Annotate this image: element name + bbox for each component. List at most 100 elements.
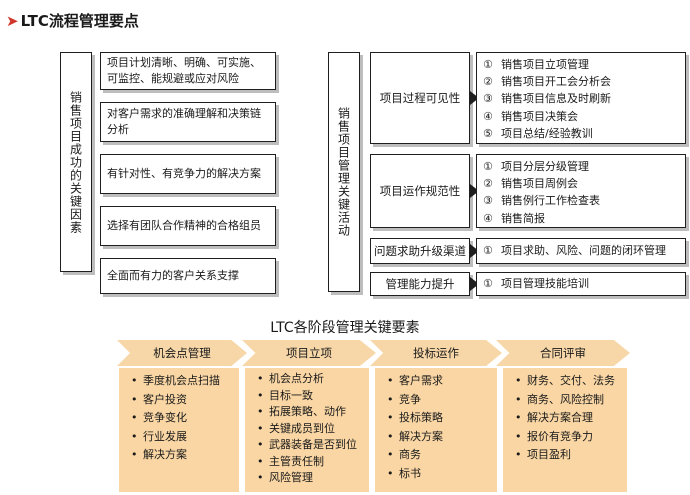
list-item: •客户投资 (131, 391, 233, 410)
category-label: 项目过程可见性 (379, 91, 461, 105)
circled-number: ① (483, 58, 493, 71)
list-item: • 财务、交付、法务 (515, 372, 621, 391)
success-factor-2: 对客户需求的准确理解和决策链分析 (100, 102, 276, 142)
bullet-icon: • (387, 466, 394, 480)
stage-column-bidding: •客户需求 •竞争 •投标策略 •解决方案 •商务 •标书 (375, 368, 497, 492)
list-item-text: 武器装备是否到位 (269, 438, 357, 451)
category-label: 项目运作规范性 (379, 184, 461, 198)
list-item: • 行业发展 (131, 428, 233, 447)
bullet-icon: • (515, 429, 522, 443)
list-item: •关键成员到位 (257, 421, 363, 438)
list-item: •竞争 (387, 391, 491, 410)
bullet-icon: • (515, 448, 522, 461)
list-item: •商务 (387, 446, 491, 465)
list-item: •解决方案 (131, 446, 233, 465)
category-standardization: 项目运作规范性 (370, 154, 470, 228)
list-item: • 解决方案合理 (515, 409, 621, 428)
list-item: •机会点分析 (257, 371, 363, 388)
stage-name: 项目立项 (286, 346, 332, 360)
list-item-text: 主管责任制 (269, 454, 324, 468)
success-factor-text: 选择有团队合作精神的合格组员 (107, 219, 261, 232)
list-item-text: 季度机会点扫描 (143, 374, 220, 387)
bullet-icon: • (131, 429, 138, 443)
bullet-icon: • (515, 374, 522, 387)
list-item: •目标一致 (257, 388, 363, 405)
list-item-text: 标书 (399, 466, 421, 480)
bullet-icon: • (387, 374, 394, 387)
list-item-text: 客户投资 (143, 392, 187, 406)
list-item-text: 销售简报 (501, 211, 545, 225)
success-factor-5: 全面而有力的客户关系支撑 (100, 258, 276, 294)
list-item-text: 客户需求 (399, 374, 443, 387)
list-item-text: 拓展策略、动作 (269, 405, 346, 418)
success-factor-1: 项目计划清晰、明确、可实施、可监控、能规避或应对风险 (100, 52, 276, 90)
bullet-icon: • (257, 438, 264, 451)
list-item-text: 项目总结/经验教训 (501, 126, 593, 140)
success-factor-text: 对客户需求的准确理解和决策链分析 (107, 107, 261, 136)
bullet-icon: • (387, 392, 394, 406)
list-item: ② 销售项目周例会 (483, 175, 679, 192)
list-item: •投标策略 (387, 409, 491, 428)
circled-number: ② (483, 75, 493, 89)
list-item-text: 项目求助、风险、问题的闭环管理 (501, 244, 666, 257)
stage-chevron-opportunity: 机会点管理 (117, 340, 247, 366)
list-item: • 报价有竞争力 (515, 428, 621, 447)
list-item: • 项目盈利 (515, 446, 621, 465)
category-label: 问题求助升级渠道 (374, 244, 466, 258)
list-item-text: 行业发展 (143, 429, 187, 443)
circled-number: ⑤ (483, 126, 493, 140)
list-item: • 标书 (387, 465, 491, 484)
success-factor-text: 项目计划清晰、明确、可实施、可监控、能规避或应对风险 (107, 56, 261, 85)
circled-number: ④ (483, 211, 493, 225)
list-item-text: 解决方案合理 (527, 411, 593, 424)
success-factor-text: 有针对性、有竞争力的解决方案 (107, 167, 261, 180)
list-item-text: 财务、交付、法务 (527, 374, 615, 387)
list-item: ④ 销售项目决策会 (483, 108, 679, 125)
bullet-icon: • (131, 411, 138, 424)
list-item-text: 销售项目决策会 (501, 109, 578, 123)
circled-number: ① (483, 160, 493, 173)
list-item-text: 解决方案 (399, 429, 443, 443)
list-item-text: 报价有竞争力 (527, 429, 593, 443)
arrow-right-icon (470, 91, 479, 105)
list-item-text: 项目分层分级管理 (501, 160, 589, 173)
bullet-icon: • (515, 392, 522, 406)
success-factor-text: 全面而有力的客户关系支撑 (107, 269, 239, 282)
list-item-text: 商务、风险控制 (527, 392, 604, 406)
bullet-icon: • (515, 411, 522, 424)
bullet-icon: • (257, 372, 264, 385)
stages-title: LTC各阶段管理关键要素 (270, 320, 420, 336)
circled-number: ④ (483, 109, 493, 123)
stage-chevron-bidding: 投标运作 (370, 340, 502, 366)
list-item-text: 投标策略 (399, 411, 443, 424)
list-item: •风险管理 (257, 470, 363, 487)
bullet-icon: • (131, 448, 138, 461)
category-capability: 管理能力提升 (370, 272, 470, 296)
list-item: • 解决方案 (387, 428, 491, 447)
stage-column-opportunity: •季度机会点扫描 •客户投资 •竞争变化 •行业发展 •解决方案 (119, 368, 239, 492)
list-item-text: 销售项目信息及时刷新 (501, 92, 611, 106)
bullet-icon: • (387, 448, 394, 461)
circled-number: ② (483, 177, 493, 191)
success-factor-4: 选择有团队合作精神的合格组员 (100, 206, 276, 246)
list-item-text: 项目盈利 (527, 448, 571, 461)
arrow-right-icon (470, 184, 479, 198)
arrow-right-icon (470, 244, 479, 258)
list-item: • 商务、风险控制 (515, 391, 621, 410)
bullet-icon: • (257, 471, 264, 484)
bullet-icon: • (387, 429, 394, 443)
list-item-text: 销售项目周例会 (501, 177, 578, 191)
bullet-icon: • (257, 421, 264, 435)
list-item-text: 项目管理技能培训 (501, 277, 589, 290)
stage-chevron-contract: 合同评审 (496, 340, 630, 366)
